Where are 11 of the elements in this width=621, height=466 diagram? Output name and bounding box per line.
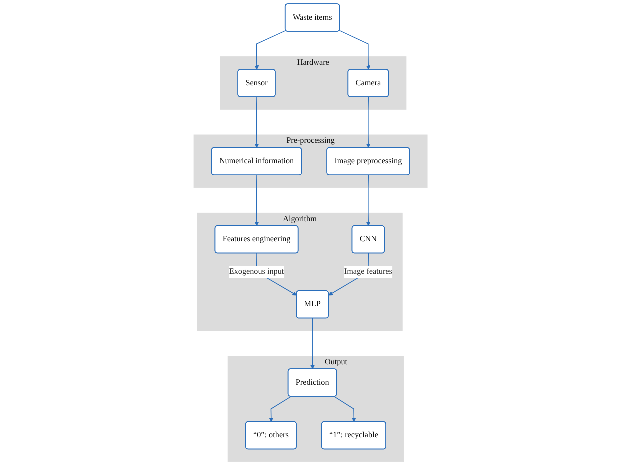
arrow bbox=[366, 96, 371, 148]
edge-label: Exogenous input bbox=[229, 268, 284, 276]
arrow bbox=[310, 318, 315, 370]
arrow bbox=[338, 30, 371, 70]
edge-label: Image features bbox=[344, 268, 392, 276]
arrow bbox=[366, 175, 371, 226]
arrow bbox=[254, 30, 286, 70]
arrow bbox=[254, 96, 259, 148]
arrow bbox=[254, 175, 259, 226]
arrow bbox=[334, 396, 356, 422]
arrow bbox=[268, 396, 292, 422]
